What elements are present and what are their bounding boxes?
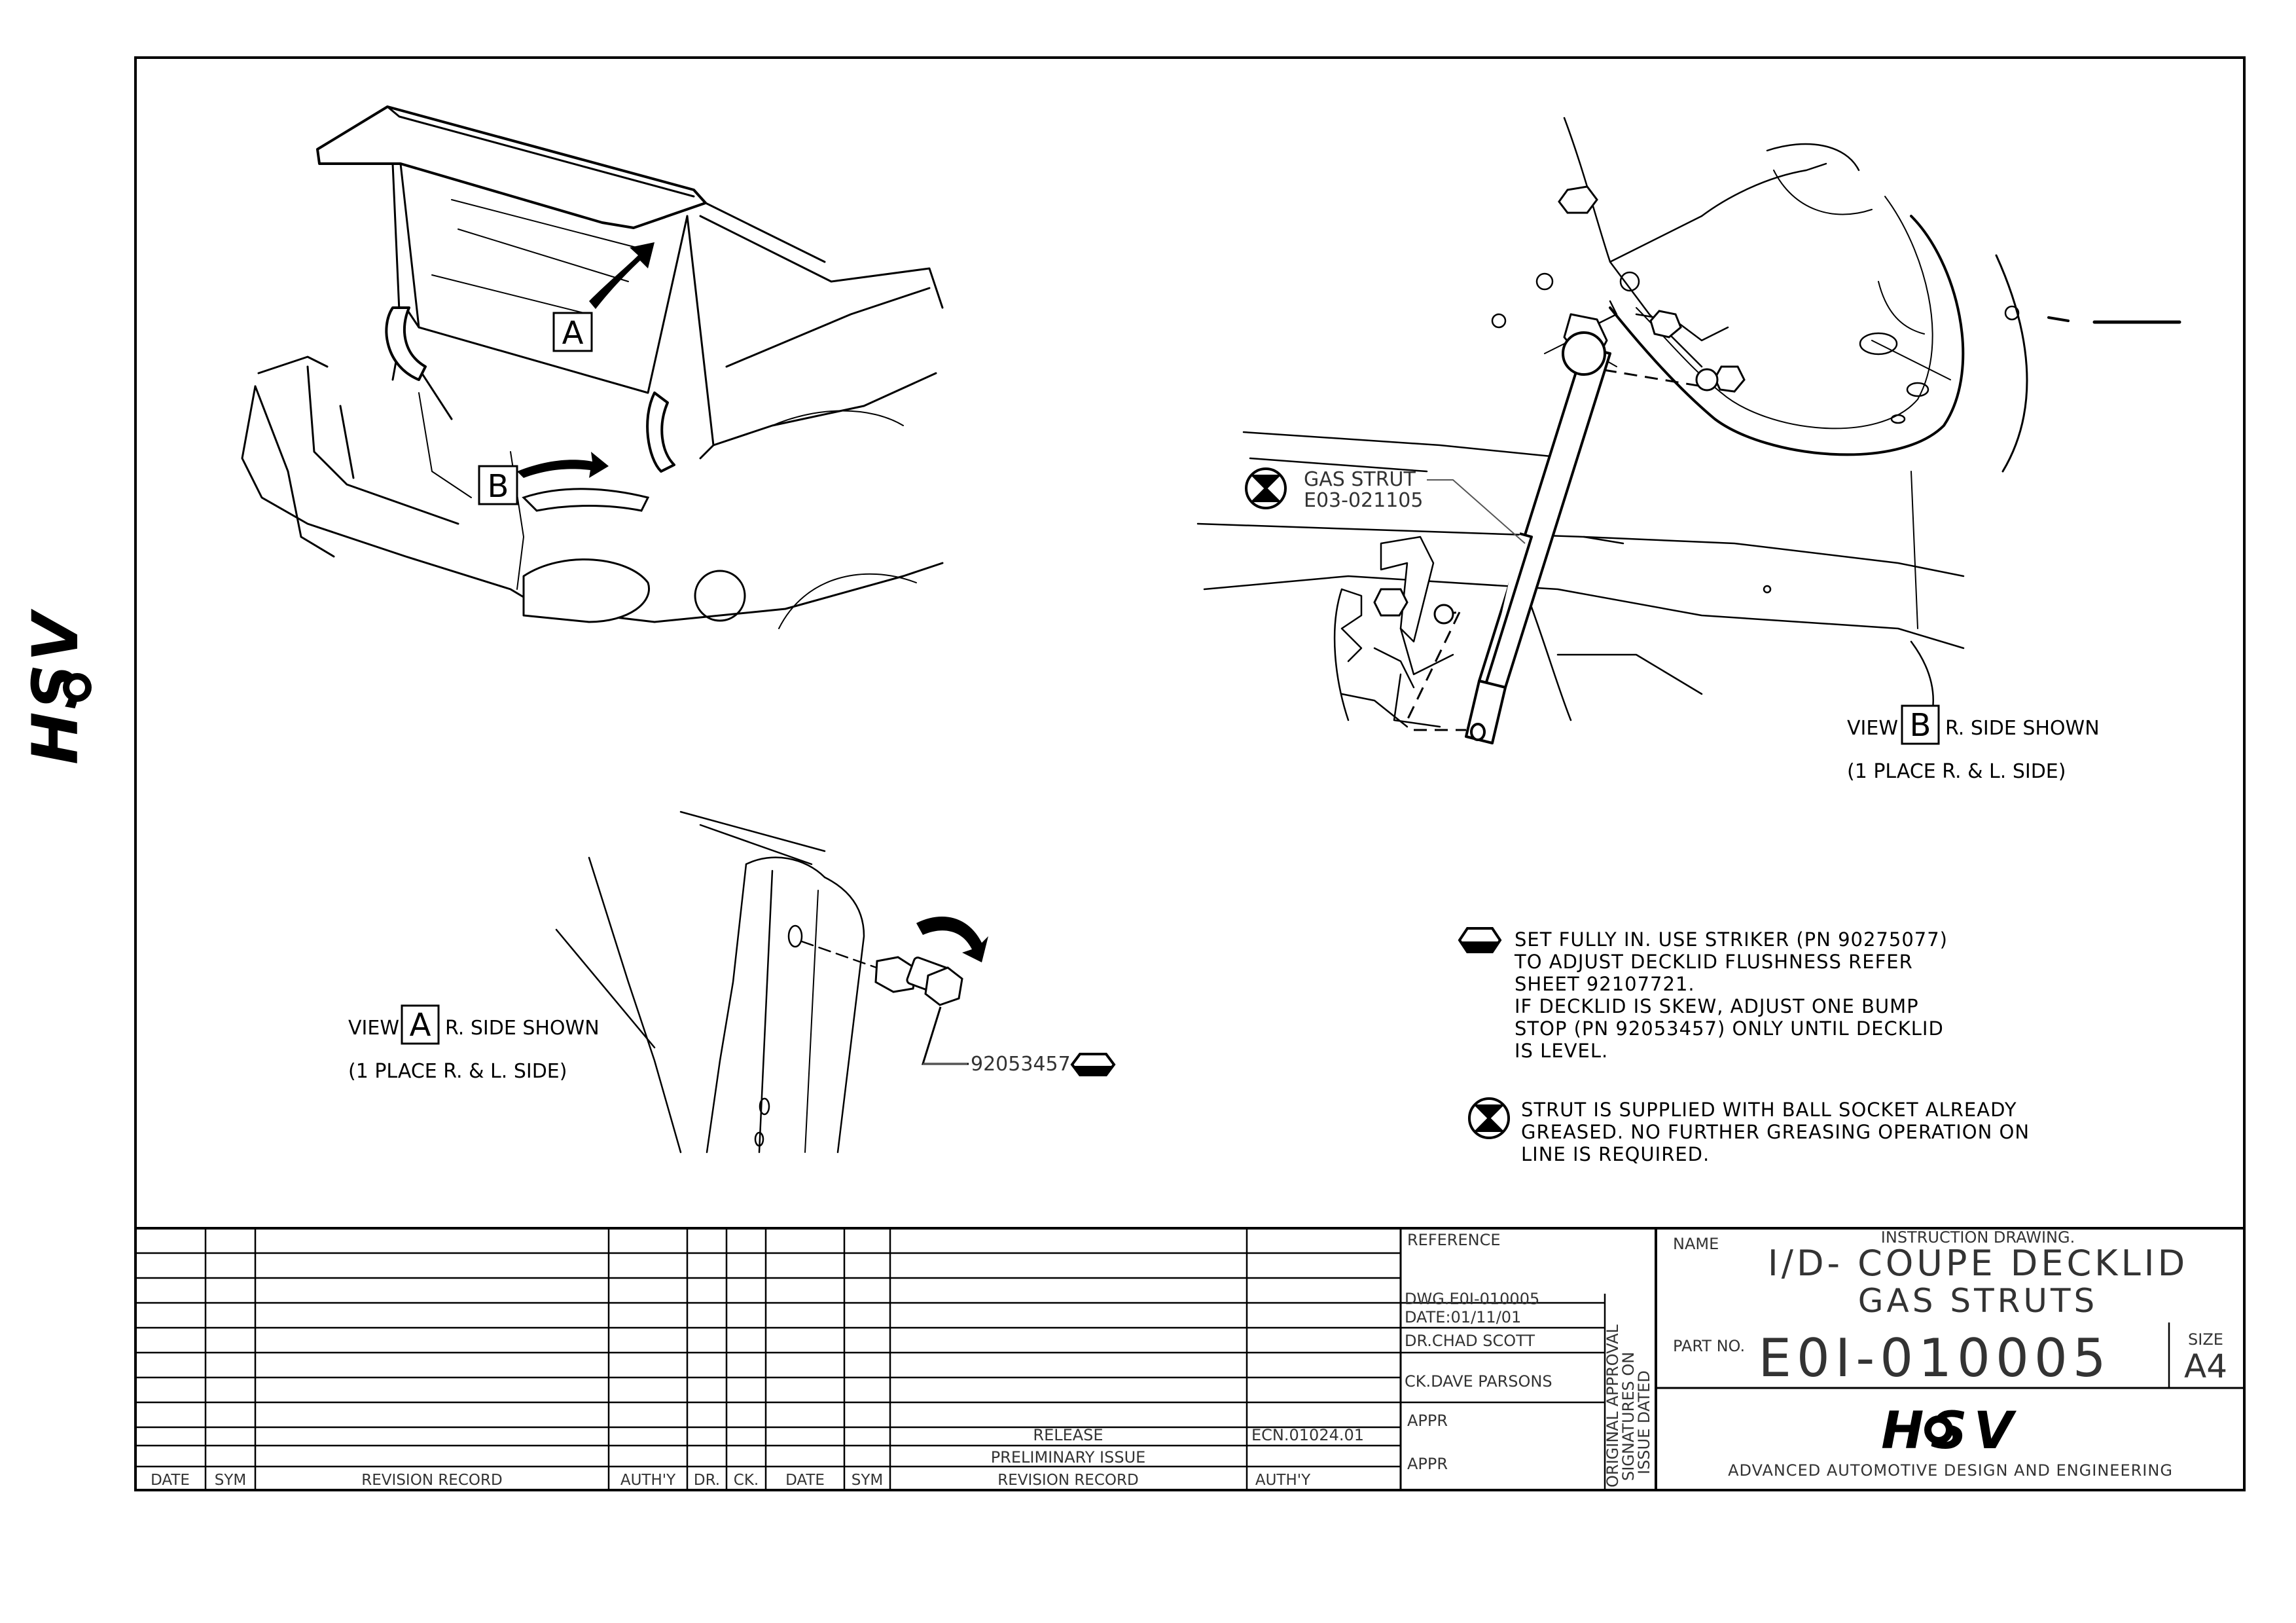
title-logo-emblem-icon [1924,1415,1953,1444]
view-a-part-number: 92053457 [971,1053,1071,1076]
svg-text:ORIGINAL APPROVAL: ORIGINAL APPROVAL [1604,1324,1622,1488]
svg-text:CK.: CK. [734,1472,759,1489]
revision-record-release: RELEASE [1033,1426,1103,1444]
svg-text:A: A [410,1007,431,1044]
revision-entries: RELEASE ECN.01024.01 PRELIMINARY ISSUE [991,1426,1364,1467]
svg-text:LINE IS REQUIRED.: LINE IS REQUIRED. [1521,1143,1710,1165]
svg-text:R. SIDE SHOWN: R. SIDE SHOWN [1945,717,2100,740]
ball-stud-icon [1433,368,1719,625]
side-logo-emblem-icon [63,673,92,702]
svg-text:B: B [1910,707,1931,744]
gas-strut-leader [1427,479,1526,544]
svg-text:(1 PLACE R. & L. SIDE): (1 PLACE R. & L. SIDE) [1847,760,2066,783]
callout-box-a[interactable]: A [552,312,593,352]
gas-strut-icon [1465,313,1611,744]
svg-text:SYM: SYM [852,1472,884,1489]
revision-table [135,1227,2244,1490]
drawing-title-line-1: I/D- COUPE DECKLID [1768,1243,2188,1284]
view-a-label: VIEW A R. SIDE SHOWN (1 PLACE R. & L. SI… [348,1004,600,1083]
callout-arrow-b-icon [517,452,650,512]
revision-auth-release: ECN.01024.01 [1251,1426,1364,1444]
callout-box-b[interactable]: B [478,465,518,505]
view-b-illustration [1196,117,2181,728]
circle-note-icon [1468,1097,1510,1139]
svg-text:SET FULLY IN. USE STRIKER (PN: SET FULLY IN. USE STRIKER (PN 90275077) [1515,928,1948,951]
gas-strut-part-number: E03-021105 [1304,489,1423,512]
svg-text:INSTRUCTION DRAWING.: INSTRUCTION DRAWING. [1881,1228,2075,1247]
svg-text:NAME: NAME [1673,1235,1719,1253]
revision-record-preliminary: PRELIMINARY ISSUE [991,1448,1146,1467]
reference-block: REFERENCE DWG.E0I-010005 DATE:01/11/01 D… [1405,1231,1653,1487]
circle-note: STRUT IS SUPPLIED WITH BALL SOCKET ALREA… [1468,1097,2030,1165]
svg-text:DR.: DR. [694,1472,720,1489]
svg-text:APPR: APPR [1407,1455,1448,1473]
svg-text:SIZE: SIZE [2188,1330,2223,1349]
drawing-border [134,56,2246,1491]
svg-text:AUTH'Y: AUTH'Y [1255,1472,1311,1489]
svg-text:REVISION RECORD: REVISION RECORD [361,1472,502,1489]
svg-text:APPR: APPR [1407,1412,1448,1430]
svg-text:DWG.E0I-010005: DWG.E0I-010005 [1405,1290,1539,1308]
sheet-size: A4 [2184,1347,2227,1385]
svg-text:SYM: SYM [215,1472,247,1489]
svg-text:GREASED. NO FURTHER GREASING O: GREASED. NO FURTHER GREASING OPERATION O… [1521,1121,2030,1143]
svg-text:REVISION RECORD: REVISION RECORD [997,1472,1138,1489]
bump-stop-bolt-icon [874,956,969,1065]
revision-table-headers: DATE SYM REVISION RECORD AUTH'Y DR. CK. … [151,1472,1311,1489]
hex-note-icon [1458,927,1502,953]
nut-icon [1373,185,1746,617]
callout-arrow-a-icon [589,242,655,309]
svg-text:REFERENCE: REFERENCE [1407,1231,1501,1249]
svg-text:PART NO.: PART NO. [1673,1337,1745,1355]
part-number: E0I-010005 [1758,1328,2111,1389]
company-name: ADVANCED AUTOMOTIVE DESIGN AND ENGINEERI… [1728,1461,2173,1480]
svg-text:STOP (PN 92053457) ONLY UNTIL: STOP (PN 92053457) ONLY UNTIL DECKLID [1515,1017,1944,1040]
svg-text:CK.DAVE PARSONS: CK.DAVE PARSONS [1405,1372,1552,1391]
svg-text:(1 PLACE R. & L. SIDE): (1 PLACE R. & L. SIDE) [348,1060,567,1083]
rotation-arrow-icon [916,917,988,962]
car-decklid-illustration [241,105,944,629]
svg-text:R. SIDE SHOWN: R. SIDE SHOWN [445,1017,600,1040]
svg-text:SIGNATURES ON: SIGNATURES ON [1619,1352,1638,1481]
gas-strut-marker-icon [1245,467,1287,509]
hex-note-marker-icon [1070,1053,1116,1076]
svg-text:VIEW: VIEW [348,1017,399,1040]
svg-text:DR.CHAD SCOTT: DR.CHAD SCOTT [1405,1332,1535,1350]
svg-text:AUTH'Y: AUTH'Y [620,1472,676,1489]
svg-text:IS LEVEL.: IS LEVEL. [1515,1040,1608,1062]
svg-text:DATE:01/11/01: DATE:01/11/01 [1405,1308,1521,1326]
svg-text:SHEET 92107721.: SHEET 92107721. [1515,973,1695,995]
svg-text:IF DECKLID IS SKEW, ADJUST ONE: IF DECKLID IS SKEW, ADJUST ONE BUMP [1515,995,1919,1017]
svg-text:VIEW: VIEW [1847,717,1898,740]
drawing-title-line-2: GAS STRUTS [1858,1282,2098,1320]
svg-text:DATE: DATE [785,1472,825,1489]
gas-strut-label: GAS STRUT [1304,468,1416,491]
svg-text:A: A [562,315,584,352]
svg-text:B: B [488,468,509,505]
svg-text:STRUT IS SUPPLIED WITH BALL SO: STRUT IS SUPPLIED WITH BALL SOCKET ALREA… [1521,1099,2017,1121]
svg-text:DATE: DATE [151,1472,190,1489]
view-b-label: VIEW B R. SIDE SHOWN (1 PLACE R. & L. SI… [1847,704,2100,783]
view-a-illustration [555,811,882,1154]
svg-text:TO ADJUST DECKLID FLUSHNESS RE: TO ADJUST DECKLID FLUSHNESS REFER [1514,951,1913,973]
svg-text:ISSUE DATED: ISSUE DATED [1635,1370,1653,1474]
hex-note: SET FULLY IN. USE STRIKER (PN 90275077) … [1458,927,1948,1062]
